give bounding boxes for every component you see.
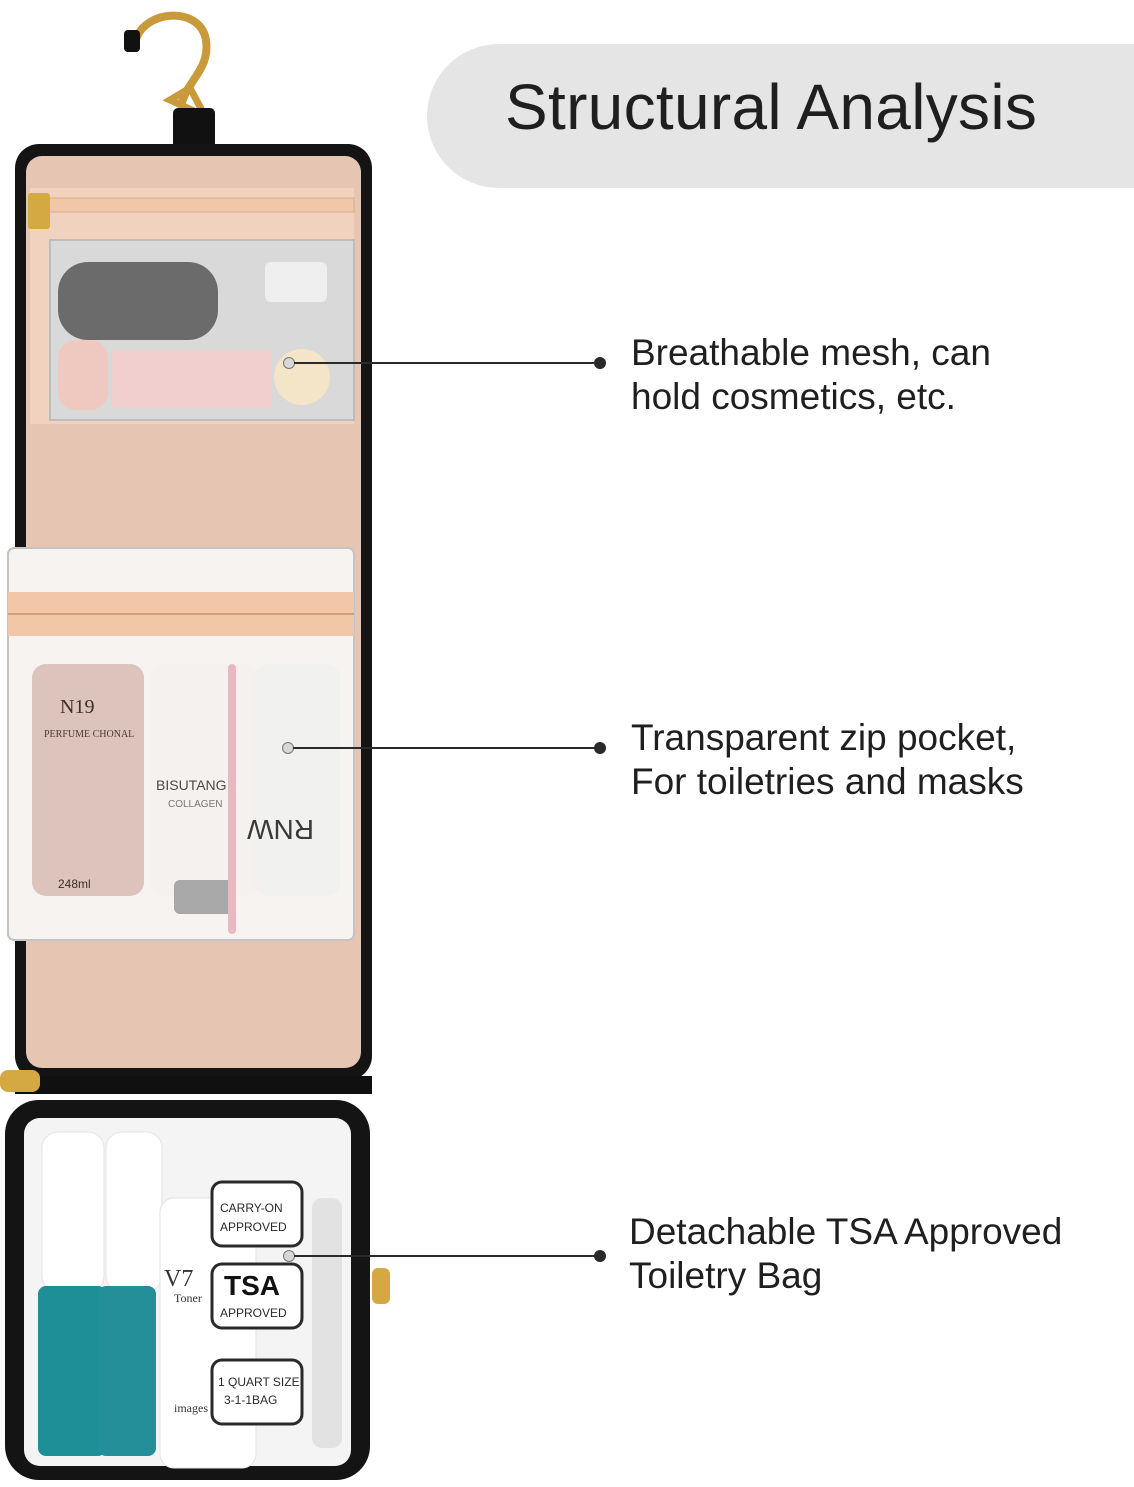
callout-transparent-line-2: For toiletries and masks — [631, 761, 1024, 802]
bottle-label-perfume: PERFUME CHONAL — [44, 729, 134, 740]
images-label: images — [174, 1401, 208, 1415]
callout-dot-transparent — [594, 742, 606, 754]
quart-size-badge — [210, 1358, 304, 1426]
carry-on-label: CARRY-ON — [220, 1201, 283, 1215]
title-banner — [427, 44, 1134, 188]
callout-dot-mesh — [594, 357, 606, 369]
quart-bag-label: 3-1-1BAG — [224, 1393, 277, 1407]
callout-line-transparent — [293, 747, 598, 749]
bottle-label-volume: 248ml — [58, 877, 91, 891]
bottle-label-bisutang: BISUTANG — [156, 777, 227, 793]
bottle-label-rnw: RNW — [247, 814, 314, 845]
transparent-zip-pocket — [7, 547, 355, 941]
callout-transparent: Transparent zip pocket, For toiletries a… — [631, 716, 1024, 804]
callout-tsa-line-2: Toiletry Bag — [629, 1255, 823, 1296]
quart-size-label: 1 QUART SIZE — [218, 1375, 300, 1389]
callout-dot-tsa — [594, 1250, 606, 1262]
carry-on-badge — [210, 1180, 304, 1248]
approved-label-1: APPROVED — [220, 1220, 287, 1234]
callout-tsa: Detachable TSA Approved Toiletry Bag — [629, 1210, 1062, 1298]
detachable-tsa-bag — [0, 1070, 390, 1480]
bottle-label-n19: N19 — [60, 696, 94, 718]
callout-tsa-line-1: Detachable TSA Approved — [629, 1211, 1063, 1252]
callout-mesh-line-2: hold cosmetics, etc. — [631, 376, 956, 417]
callout-line-mesh — [294, 362, 598, 364]
toiletry-bag-illustration: N19 PERFUME CHONAL BISUTANG COLLAGEN 248… — [0, 11, 390, 1480]
hanger-hook — [124, 11, 215, 158]
callout-mesh-line-1: Breathable mesh, can — [631, 332, 991, 373]
toner-brand-label: V7 — [164, 1266, 193, 1292]
bottle-label-collagen: COLLAGEN — [168, 799, 222, 810]
page-title: Structural Analysis — [505, 71, 1038, 143]
toner-label: Toner — [174, 1291, 202, 1305]
callout-transparent-line-1: Transparent zip pocket, — [631, 717, 1017, 758]
tsa-label: TSA — [224, 1270, 280, 1301]
mesh-pocket — [28, 188, 355, 424]
tsa-approved-badge — [210, 1262, 304, 1330]
callout-mesh: Breathable mesh, can hold cosmetics, etc… — [631, 331, 991, 419]
approved-label-2: APPROVED — [220, 1306, 287, 1320]
callout-line-tsa — [294, 1255, 598, 1257]
